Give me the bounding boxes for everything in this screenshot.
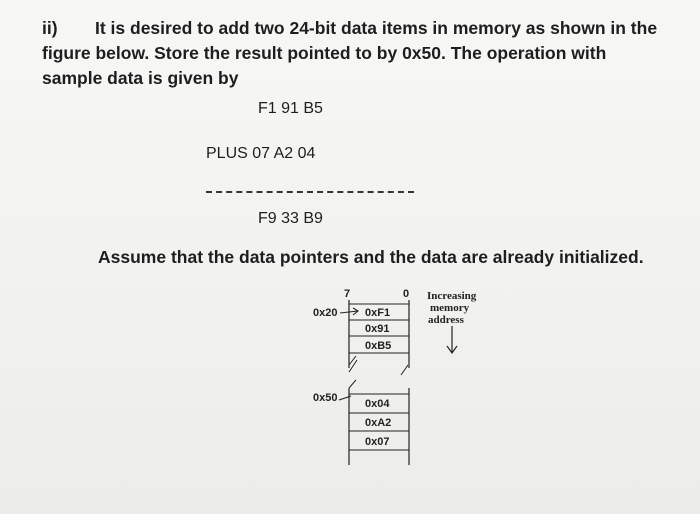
legend-line-3: address (428, 314, 465, 326)
pointer-arrow-icon (339, 310, 359, 314)
legend-line-1: Increasing (427, 290, 477, 302)
memory-cell: 0x07 (365, 436, 389, 448)
sum-result: F9 33 B9 (258, 210, 323, 227)
pointer-0x20-label: 0x20 (313, 307, 337, 319)
pointer-arrow-icon (338, 395, 352, 401)
sum-divider (206, 191, 414, 193)
pointer-0x50-label: 0x50 (313, 392, 337, 404)
memory-diagram: 7 0 Increasing memory address 0xF1 0x91 … (313, 288, 477, 465)
bit-7-label: 7 (344, 288, 350, 300)
operand-2: PLUS 07 A2 04 (206, 145, 316, 162)
question-label: ii) (42, 18, 58, 38)
question-line-1: It is desired to add two 24-bit data ite… (95, 18, 658, 38)
memory-block-1: 0xF1 0x91 0xB5 (348, 300, 410, 376)
memory-block-2: 0x04 0xA2 0x07 (348, 379, 410, 465)
operand-1: F1 91 B5 (258, 100, 323, 117)
memory-cell: 0x04 (365, 398, 390, 410)
memory-cell: 0xA2 (365, 417, 391, 429)
memory-cell: 0xB5 (365, 340, 391, 352)
memory-cell: 0x91 (365, 323, 389, 335)
down-arrow-icon (446, 326, 458, 355)
assumption-text: Assume that the data pointers and the da… (98, 247, 644, 267)
question-line-2: figure below. Store the result pointed t… (42, 43, 607, 63)
question-line-3: sample data is given by (42, 68, 239, 88)
legend-line-2: memory (430, 302, 470, 314)
bit-0-label: 0 (403, 288, 409, 300)
memory-cell: 0xF1 (365, 307, 390, 319)
